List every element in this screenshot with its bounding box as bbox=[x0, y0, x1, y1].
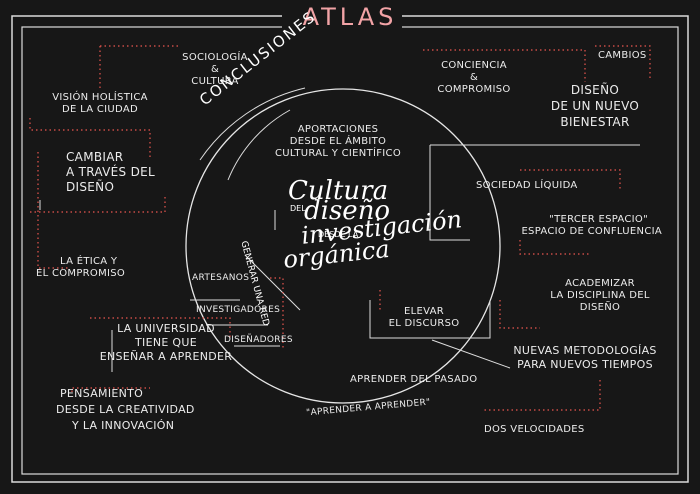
center-title-diseno: diseño bbox=[304, 196, 391, 226]
node-line: DISEÑO bbox=[570, 83, 620, 97]
node-line: COMPROMISO bbox=[437, 84, 511, 95]
node-line: LA DISCIPLINA DEL bbox=[550, 290, 650, 301]
node-line: ENSEÑAR A APRENDER bbox=[99, 350, 233, 363]
node-universidad: LA UNIVERSIDAD TIENE QUE ENSEÑAR A APREN… bbox=[96, 322, 236, 364]
node-line: CONCIENCIA bbox=[441, 60, 507, 71]
center-title-del: DEL bbox=[290, 204, 306, 213]
node-line: ESPACIO DE CONFLUENCIA bbox=[521, 226, 662, 237]
node-cambios: CAMBIOS bbox=[598, 50, 647, 61]
center-title-cultura: Cultura bbox=[288, 176, 389, 206]
node-line: DESDE LA CREATIVIDAD bbox=[56, 403, 195, 416]
node-line: DISEÑO bbox=[579, 302, 621, 313]
node-line: VISIÓN HOLÍSTICA bbox=[52, 92, 148, 103]
node-line: & bbox=[469, 72, 479, 83]
center-title-desde-la: DESDE LA bbox=[318, 230, 359, 239]
node-metodologias: NUEVAS METODOLOGÍAS PARA NUEVOS TIEMPOS bbox=[510, 344, 660, 372]
node-aportaciones-line: DESDE EL ÁMBITO bbox=[289, 136, 387, 147]
node-line: LA UNIVERSIDAD bbox=[117, 322, 215, 335]
node-line: Y LA INNOVACIÓN bbox=[72, 419, 175, 432]
node-line: & bbox=[210, 64, 220, 75]
node-line: DE UN NUEVO bbox=[550, 99, 640, 113]
node-line: BIENESTAR bbox=[560, 115, 630, 129]
node-investigadores: INVESTIGADORES bbox=[196, 305, 281, 315]
node-vision-holistica: VISIÓN HOLÍSTICA DE LA CIUDAD bbox=[40, 92, 160, 116]
node-aprender-pasado: APRENDER DEL PASADO bbox=[350, 374, 478, 385]
node-line: EL COMPROMISO bbox=[36, 268, 126, 279]
node-line: ACADEMIZAR bbox=[565, 278, 635, 289]
node-aportaciones-line: APORTACIONES bbox=[297, 124, 379, 135]
node-cambiar: CAMBIAR A TRAVÉS DEL DISEÑO bbox=[66, 150, 155, 195]
node-line: SOCIOLOGÍA bbox=[182, 52, 248, 63]
node-line: DISEÑO bbox=[66, 180, 115, 194]
node-elevar-discurso: ELEVAR EL DISCURSO bbox=[384, 306, 464, 330]
node-sociologia: SOCIOLOGÍA & CULTURA bbox=[175, 52, 255, 88]
node-line: "TERCER ESPACIO" bbox=[549, 214, 648, 225]
node-line: DE LA CIUDAD bbox=[62, 104, 138, 115]
node-line: CULTURA bbox=[191, 76, 239, 87]
node-line: ELEVAR bbox=[404, 306, 444, 317]
node-dos-velocidades: DOS VELOCIDADES bbox=[484, 424, 585, 435]
node-line: LA ÉTICA Y bbox=[60, 256, 118, 267]
node-etica: LA ÉTICA Y EL COMPROMISO bbox=[36, 256, 125, 280]
node-line: EL DISCURSO bbox=[388, 318, 460, 329]
node-line: NUEVAS METODOLOGÍAS bbox=[513, 344, 657, 357]
node-conciencia: CONCIENCIA & COMPROMISO bbox=[424, 60, 524, 96]
page-title: ATLAS bbox=[302, 3, 398, 31]
node-aportaciones-line: CULTURAL Y CIENTÍFICO bbox=[275, 148, 401, 159]
node-line: PENSAMIENTO bbox=[60, 387, 144, 400]
node-line: PARA NUEVOS TIEMPOS bbox=[517, 358, 653, 371]
node-sociedad-liquida: SOCIEDAD LÍQUIDA bbox=[476, 180, 578, 191]
node-aportaciones: APORTACIONES DESDE EL ÁMBITO CULTURAL Y … bbox=[258, 124, 418, 160]
node-tercer-espacio: "TERCER ESPACIO" ESPACIO DE CONFLUENCIA bbox=[520, 214, 662, 238]
node-pensamiento: PENSAMIENTO DESDE LA CREATIVIDAD Y LA IN… bbox=[56, 386, 195, 434]
node-disenadores: DISEÑADORES bbox=[224, 335, 293, 345]
node-diseno-bienestar: DISEÑO DE UN NUEVO BIENESTAR bbox=[540, 82, 650, 130]
node-line: CAMBIAR bbox=[66, 150, 124, 164]
node-line: A TRAVÉS DEL bbox=[66, 165, 155, 179]
node-academizar: ACADEMIZAR LA DISCIPLINA DEL DISEÑO bbox=[540, 278, 660, 314]
node-artesanos: ARTESANOS bbox=[192, 273, 250, 283]
node-line: TIENE QUE bbox=[135, 336, 197, 349]
